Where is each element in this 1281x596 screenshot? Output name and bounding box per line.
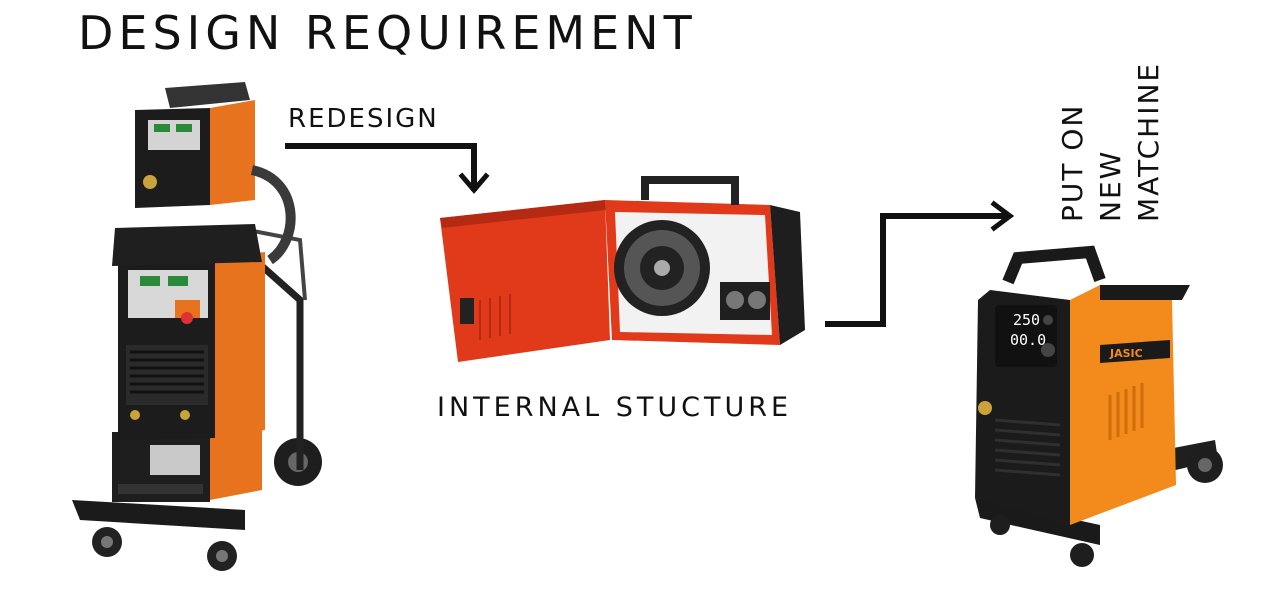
put-on-arrow <box>825 200 1015 327</box>
new-welder-image: 250 00.0 JASIC <box>975 245 1223 567</box>
display-readout-top: 250 <box>1013 311 1040 329</box>
internal-structure-caption: INTERNAL STUCTURE <box>437 392 793 423</box>
original-welder-image <box>72 82 322 571</box>
display-readout-bottom: 00.0 <box>1010 331 1046 349</box>
page-title: DESIGN REQUIREMENT <box>78 6 697 60</box>
internal-structure-image <box>440 176 805 362</box>
redesign-label: REDESIGN <box>288 104 439 134</box>
brand-text: JASIC <box>1109 347 1143 360</box>
redesign-arrow <box>285 143 490 194</box>
